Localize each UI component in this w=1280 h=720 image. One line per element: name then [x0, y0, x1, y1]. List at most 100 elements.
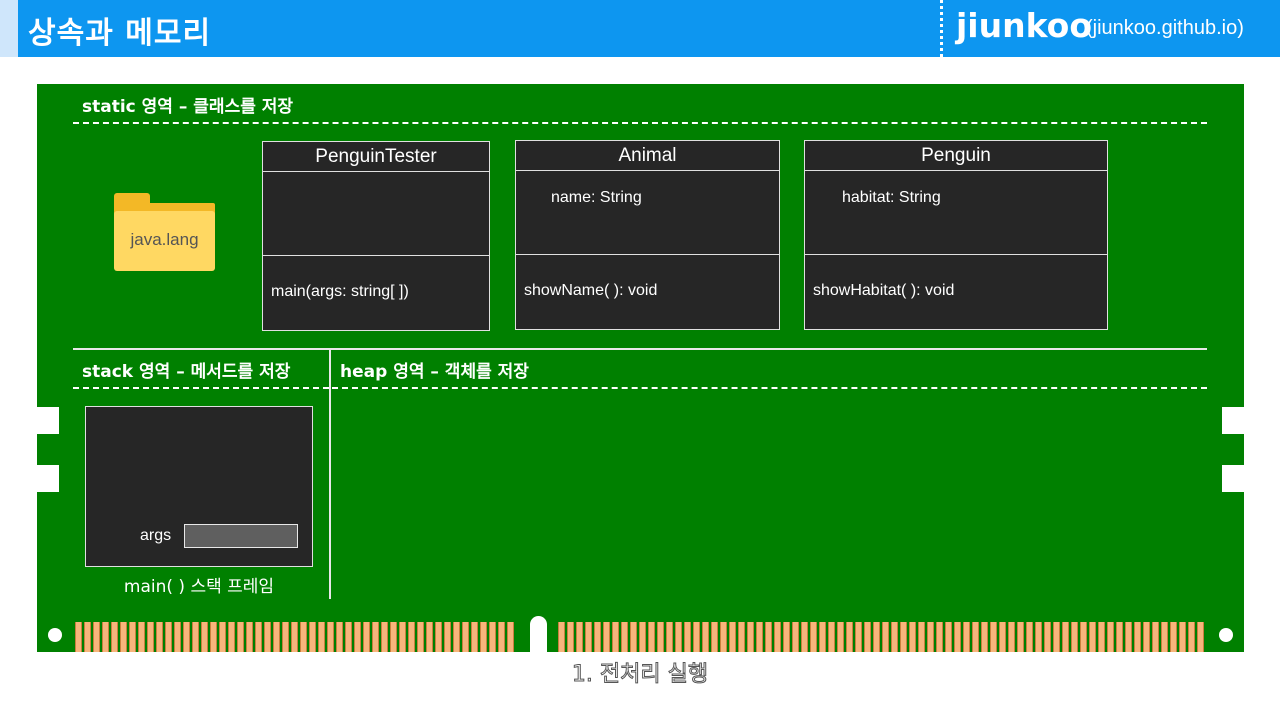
header-divider: [940, 0, 943, 57]
contact-pin: [201, 622, 208, 652]
class-fields: name: String: [516, 171, 779, 255]
contact-pin: [273, 622, 280, 652]
java-lang-folder-icon: java.lang: [114, 193, 215, 271]
contact-pin: [693, 622, 700, 652]
contact-pin: [1125, 622, 1132, 652]
contact-pin: [900, 622, 907, 652]
contact-pin: [837, 622, 844, 652]
contact-pin: [783, 622, 790, 652]
contact-pin: [603, 622, 610, 652]
contact-pin: [192, 622, 199, 652]
contact-pin: [246, 622, 253, 652]
contact-pin: [945, 622, 952, 652]
contact-pin: [174, 622, 181, 652]
contact-pin: [111, 622, 118, 652]
contact-pin: [882, 622, 889, 652]
class-name: Penguin: [805, 141, 1107, 171]
contact-pin: [1053, 622, 1060, 652]
board-notch-right-top: [1222, 407, 1244, 434]
contact-pin: [237, 622, 244, 652]
contact-pin: [1062, 622, 1069, 652]
contact-pin: [390, 622, 397, 652]
contact-pin: [1107, 622, 1114, 652]
contact-pin: [576, 622, 583, 652]
step-caption: 1. 전처리 실행: [571, 662, 709, 688]
heap-area-label: heap 영역 – 객체를 저장: [340, 362, 529, 382]
args-variable-box: [184, 524, 298, 548]
contact-pin: [594, 622, 601, 652]
contact-pin: [1071, 622, 1078, 652]
contact-pin: [684, 622, 691, 652]
board-notch-left-top: [37, 407, 59, 434]
contact-pin: [846, 622, 853, 652]
board-key-notch: [530, 616, 547, 656]
contact-pin: [621, 622, 628, 652]
contact-pin: [1008, 622, 1015, 652]
contact-pin: [417, 622, 424, 652]
contact-pin: [891, 622, 898, 652]
class-name: PenguinTester: [263, 142, 489, 172]
contact-pin: [453, 622, 460, 652]
contact-pin: [147, 622, 154, 652]
contact-pin: [1035, 622, 1042, 652]
contact-pin: [918, 622, 925, 652]
contact-pin: [666, 622, 673, 652]
class-name: Animal: [516, 141, 779, 171]
contact-pin: [630, 622, 637, 652]
contact-pin: [873, 622, 880, 652]
contact-pin: [639, 622, 646, 652]
class-field: habitat: String: [842, 189, 941, 206]
class-box-penguintester: PenguinTester main(args: string[ ]): [262, 141, 490, 331]
brand-url: (jiunkoo.github.io): [1086, 17, 1244, 39]
contact-pin: [93, 622, 100, 652]
contact-pin: [462, 622, 469, 652]
contact-pin: [372, 622, 379, 652]
contact-pin: [711, 622, 718, 652]
contact-pin: [408, 622, 415, 652]
contact-pin: [1152, 622, 1159, 652]
contact-pin: [264, 622, 271, 652]
contact-pin: [1143, 622, 1150, 652]
contact-pin: [489, 622, 496, 652]
contact-pin: [612, 622, 619, 652]
board-hole-right: [1219, 628, 1233, 642]
folder-label: java.lang: [130, 230, 199, 249]
contact-strip-right: [558, 622, 1204, 652]
contact-pin: [309, 622, 316, 652]
class-field: name: String: [551, 189, 642, 206]
contact-pin: [909, 622, 916, 652]
contact-pin: [558, 622, 565, 652]
stack-heap-separator: [329, 349, 331, 599]
contact-pin: [282, 622, 289, 652]
contact-pin: [498, 622, 505, 652]
contact-pin: [354, 622, 361, 652]
static-area-divider: [73, 122, 1207, 124]
board-notch-right-bottom: [1222, 465, 1244, 492]
class-fields: habitat: String: [805, 171, 1107, 255]
contact-pin: [75, 622, 82, 652]
contact-pin: [255, 622, 262, 652]
args-label: args: [140, 527, 172, 544]
contact-pin: [318, 622, 325, 652]
contact-pin: [327, 622, 334, 652]
contact-pin: [219, 622, 226, 652]
contact-pin: [999, 622, 1006, 652]
contact-pin: [228, 622, 235, 652]
header-accent: [0, 0, 18, 57]
contact-pin: [855, 622, 862, 652]
contact-pin: [381, 622, 388, 652]
area-separator: [73, 348, 1207, 350]
contact-pin: [792, 622, 799, 652]
contact-pin: [729, 622, 736, 652]
brand-name: jiunkoo: [956, 6, 1093, 45]
contact-pin: [675, 622, 682, 652]
contact-pin: [702, 622, 709, 652]
contact-pin: [585, 622, 592, 652]
static-area-label: static 영역 – 클래스를 저장: [82, 97, 294, 117]
contact-pin: [138, 622, 145, 652]
contact-pin: [1161, 622, 1168, 652]
class-method: showHabitat( ): void: [813, 282, 955, 299]
contact-pin: [927, 622, 934, 652]
contact-pin: [426, 622, 433, 652]
class-fields: [263, 172, 489, 256]
